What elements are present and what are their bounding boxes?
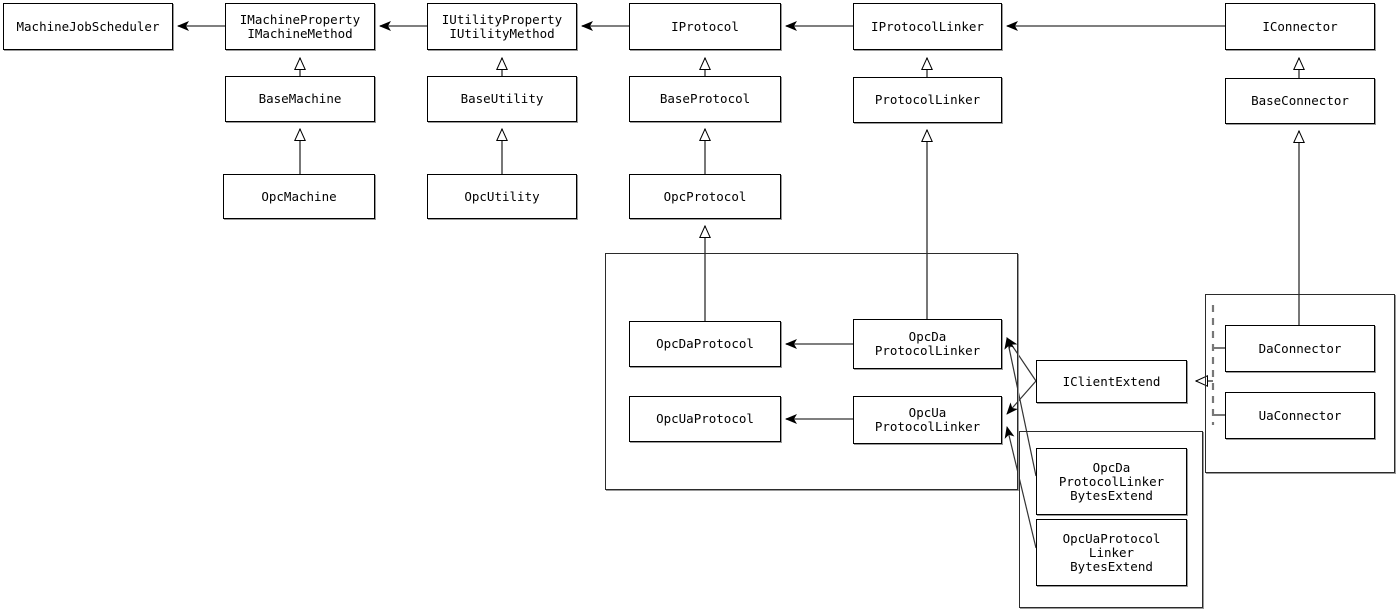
class-box-imachineproperty[interactable]: IMachineProperty IMachineMethod [225,3,375,50]
class-box-iprotocol[interactable]: IProtocol [629,3,781,50]
class-box-iconnector[interactable]: IConnector [1225,3,1375,50]
realization-lines [1196,305,1225,425]
group-protocol-group [605,253,1018,490]
class-box-opcmachine[interactable]: OpcMachine [223,174,375,219]
class-box-baseconnector[interactable]: BaseConnector [1225,78,1375,124]
class-box-iclientextend[interactable]: IClientExtend [1036,360,1187,403]
class-box-iutilityproperty[interactable]: IUtilityProperty IUtilityMethod [427,3,577,50]
class-box-opcuaprotocollinker[interactable]: OpcUa ProtocolLinker [853,396,1002,444]
class-box-opcdaprotocol[interactable]: OpcDaProtocol [629,321,781,367]
class-box-iprotocollinker[interactable]: IProtocolLinker [853,3,1002,50]
class-box-machinejobscheduler[interactable]: MachineJobScheduler [3,3,173,50]
class-box-opcdabytesextend[interactable]: OpcDa ProtocolLinker BytesExtend [1036,448,1187,515]
class-box-daconnector[interactable]: DaConnector [1225,325,1375,372]
generalization-lines [300,58,1299,325]
class-box-baseutility[interactable]: BaseUtility [427,76,577,122]
class-box-protocollinker[interactable]: ProtocolLinker [853,77,1002,123]
class-box-opcprotocol[interactable]: OpcProtocol [629,174,781,219]
class-box-opcdaprotocollinker[interactable]: OpcDa ProtocolLinker [853,319,1002,369]
group-extend-group [1019,431,1203,608]
extend-association-lines [1004,337,1037,549]
group-connector-group [1205,294,1395,473]
association-lines [177,21,1225,424]
class-box-baseprotocol[interactable]: BaseProtocol [629,76,781,122]
class-box-basemachine[interactable]: BaseMachine [225,76,375,122]
class-box-opcuaprotocol[interactable]: OpcUaProtocol [629,396,781,442]
class-box-uaconnector[interactable]: UaConnector [1225,392,1375,439]
class-box-opcutility[interactable]: OpcUtility [427,174,577,219]
class-box-opcuabytesextend[interactable]: OpcUaProtocol Linker BytesExtend [1036,519,1187,586]
